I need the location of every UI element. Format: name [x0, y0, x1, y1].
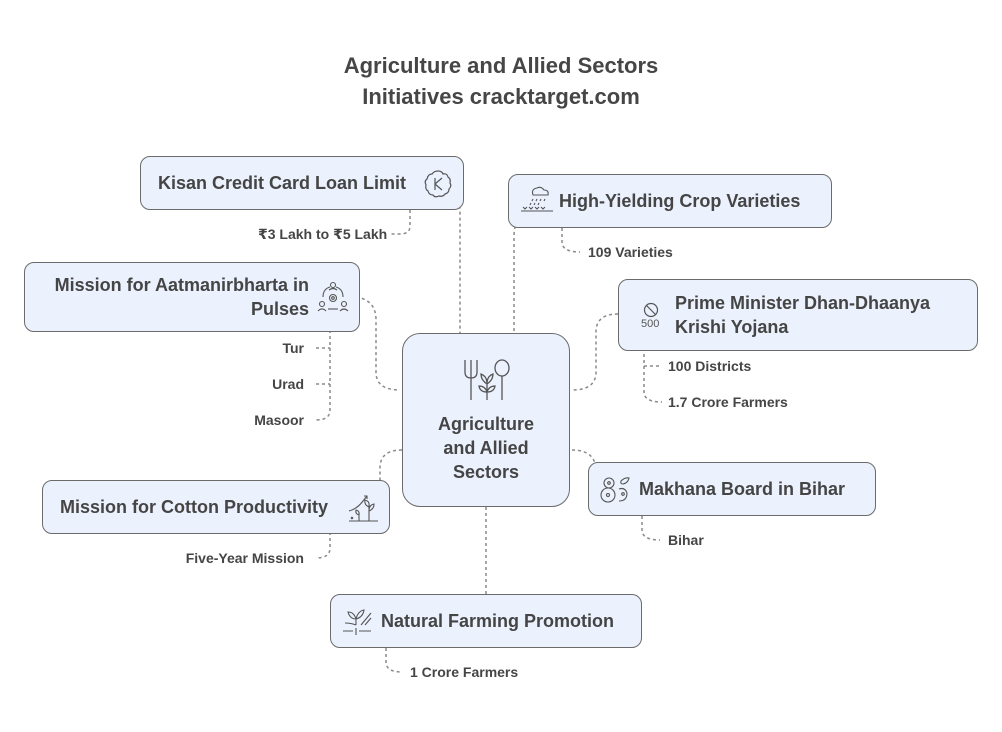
connector-pm-detail — [643, 342, 663, 403]
connector-kisan-detail — [390, 210, 411, 235]
connector-kisan — [451, 189, 461, 333]
connector-crop — [513, 211, 527, 333]
lotus-seeds-icon — [600, 477, 630, 503]
node-makhana-board: Makhana Board in Bihar — [588, 462, 876, 516]
central-node-label: Agriculture and Allied Sectors — [437, 414, 534, 482]
central-node: Agriculture and Allied Sectors — [402, 333, 570, 507]
node-label: High-Yielding Crop Varieties — [559, 191, 801, 211]
detail-pulses-tur: Tur — [282, 340, 304, 356]
node-pulses-mission: Mission for Aatmanirbharta in Pulses — [24, 262, 360, 332]
node-label: Mission for Cotton Productivity — [60, 497, 328, 517]
connector-crop-detail — [561, 228, 581, 253]
connector-pm — [571, 313, 619, 391]
connector-pulses — [355, 296, 401, 391]
title-line-1: Agriculture and Allied Sectors — [343, 53, 659, 78]
node-label: Kisan Credit Card Loan Limit — [158, 173, 407, 193]
node-label: Makhana Board in Bihar — [639, 479, 846, 499]
node-label: Natural Farming Promotion — [381, 611, 615, 631]
title-line-2: Initiatives cracktarget.com — [362, 84, 640, 109]
connector-natural-detail — [385, 648, 403, 673]
connector-cotton-detail — [315, 532, 331, 559]
no-500-icon — [643, 302, 659, 318]
connector-makhana-detail — [641, 516, 661, 541]
detail-pulses-masoor: Masoor — [254, 412, 304, 428]
detail-pulses-urad: Urad — [272, 376, 304, 392]
node-cotton-mission: Mission for Cotton Productivity — [42, 480, 390, 534]
node-kisan-credit-card: Kisan Credit Card Loan Limit — [140, 156, 464, 210]
connector-pulses-detail — [315, 318, 331, 421]
node-natural-farming: Natural Farming Promotion — [330, 594, 642, 648]
sprout-soil-icon — [343, 609, 372, 635]
detail-kisan-loan-range: ₹3 Lakh to ₹5 Lakh — [258, 226, 388, 242]
no-500-icon-text: 500 — [641, 318, 660, 330]
fork-plant-spoon-icon — [464, 359, 510, 400]
community-gear-icon — [317, 281, 349, 312]
diagram-title: Agriculture and Allied Sectors Initiativ… — [0, 50, 1002, 112]
detail-pm-farmers: 1.7 Crore Farmers — [668, 394, 788, 410]
detail-natural-farmers: 1 Crore Farmers — [410, 664, 519, 680]
node-label: Mission for Aatmanirbharta in Pulses — [54, 275, 309, 319]
rain-cloud-crop-icon — [521, 186, 553, 212]
detail-makhana-bihar: Bihar — [668, 532, 704, 548]
detail-pm-districts: 100 Districts — [668, 358, 752, 374]
detail-cotton-five-year: Five-Year Mission — [185, 550, 304, 566]
rupee-badge-icon — [424, 170, 452, 198]
node-label: Prime Minister Dhan-Dhaanya Krishi Yojan… — [675, 293, 931, 337]
node-pm-dhan-dhaanya: Prime Minister Dhan-Dhaanya Krishi Yojan… — [618, 279, 978, 351]
growth-plant-icon — [348, 495, 378, 522]
node-high-yielding-crops: High-Yielding Crop Varieties — [508, 174, 832, 228]
detail-crop-varieties: 109 Varieties — [588, 244, 673, 260]
